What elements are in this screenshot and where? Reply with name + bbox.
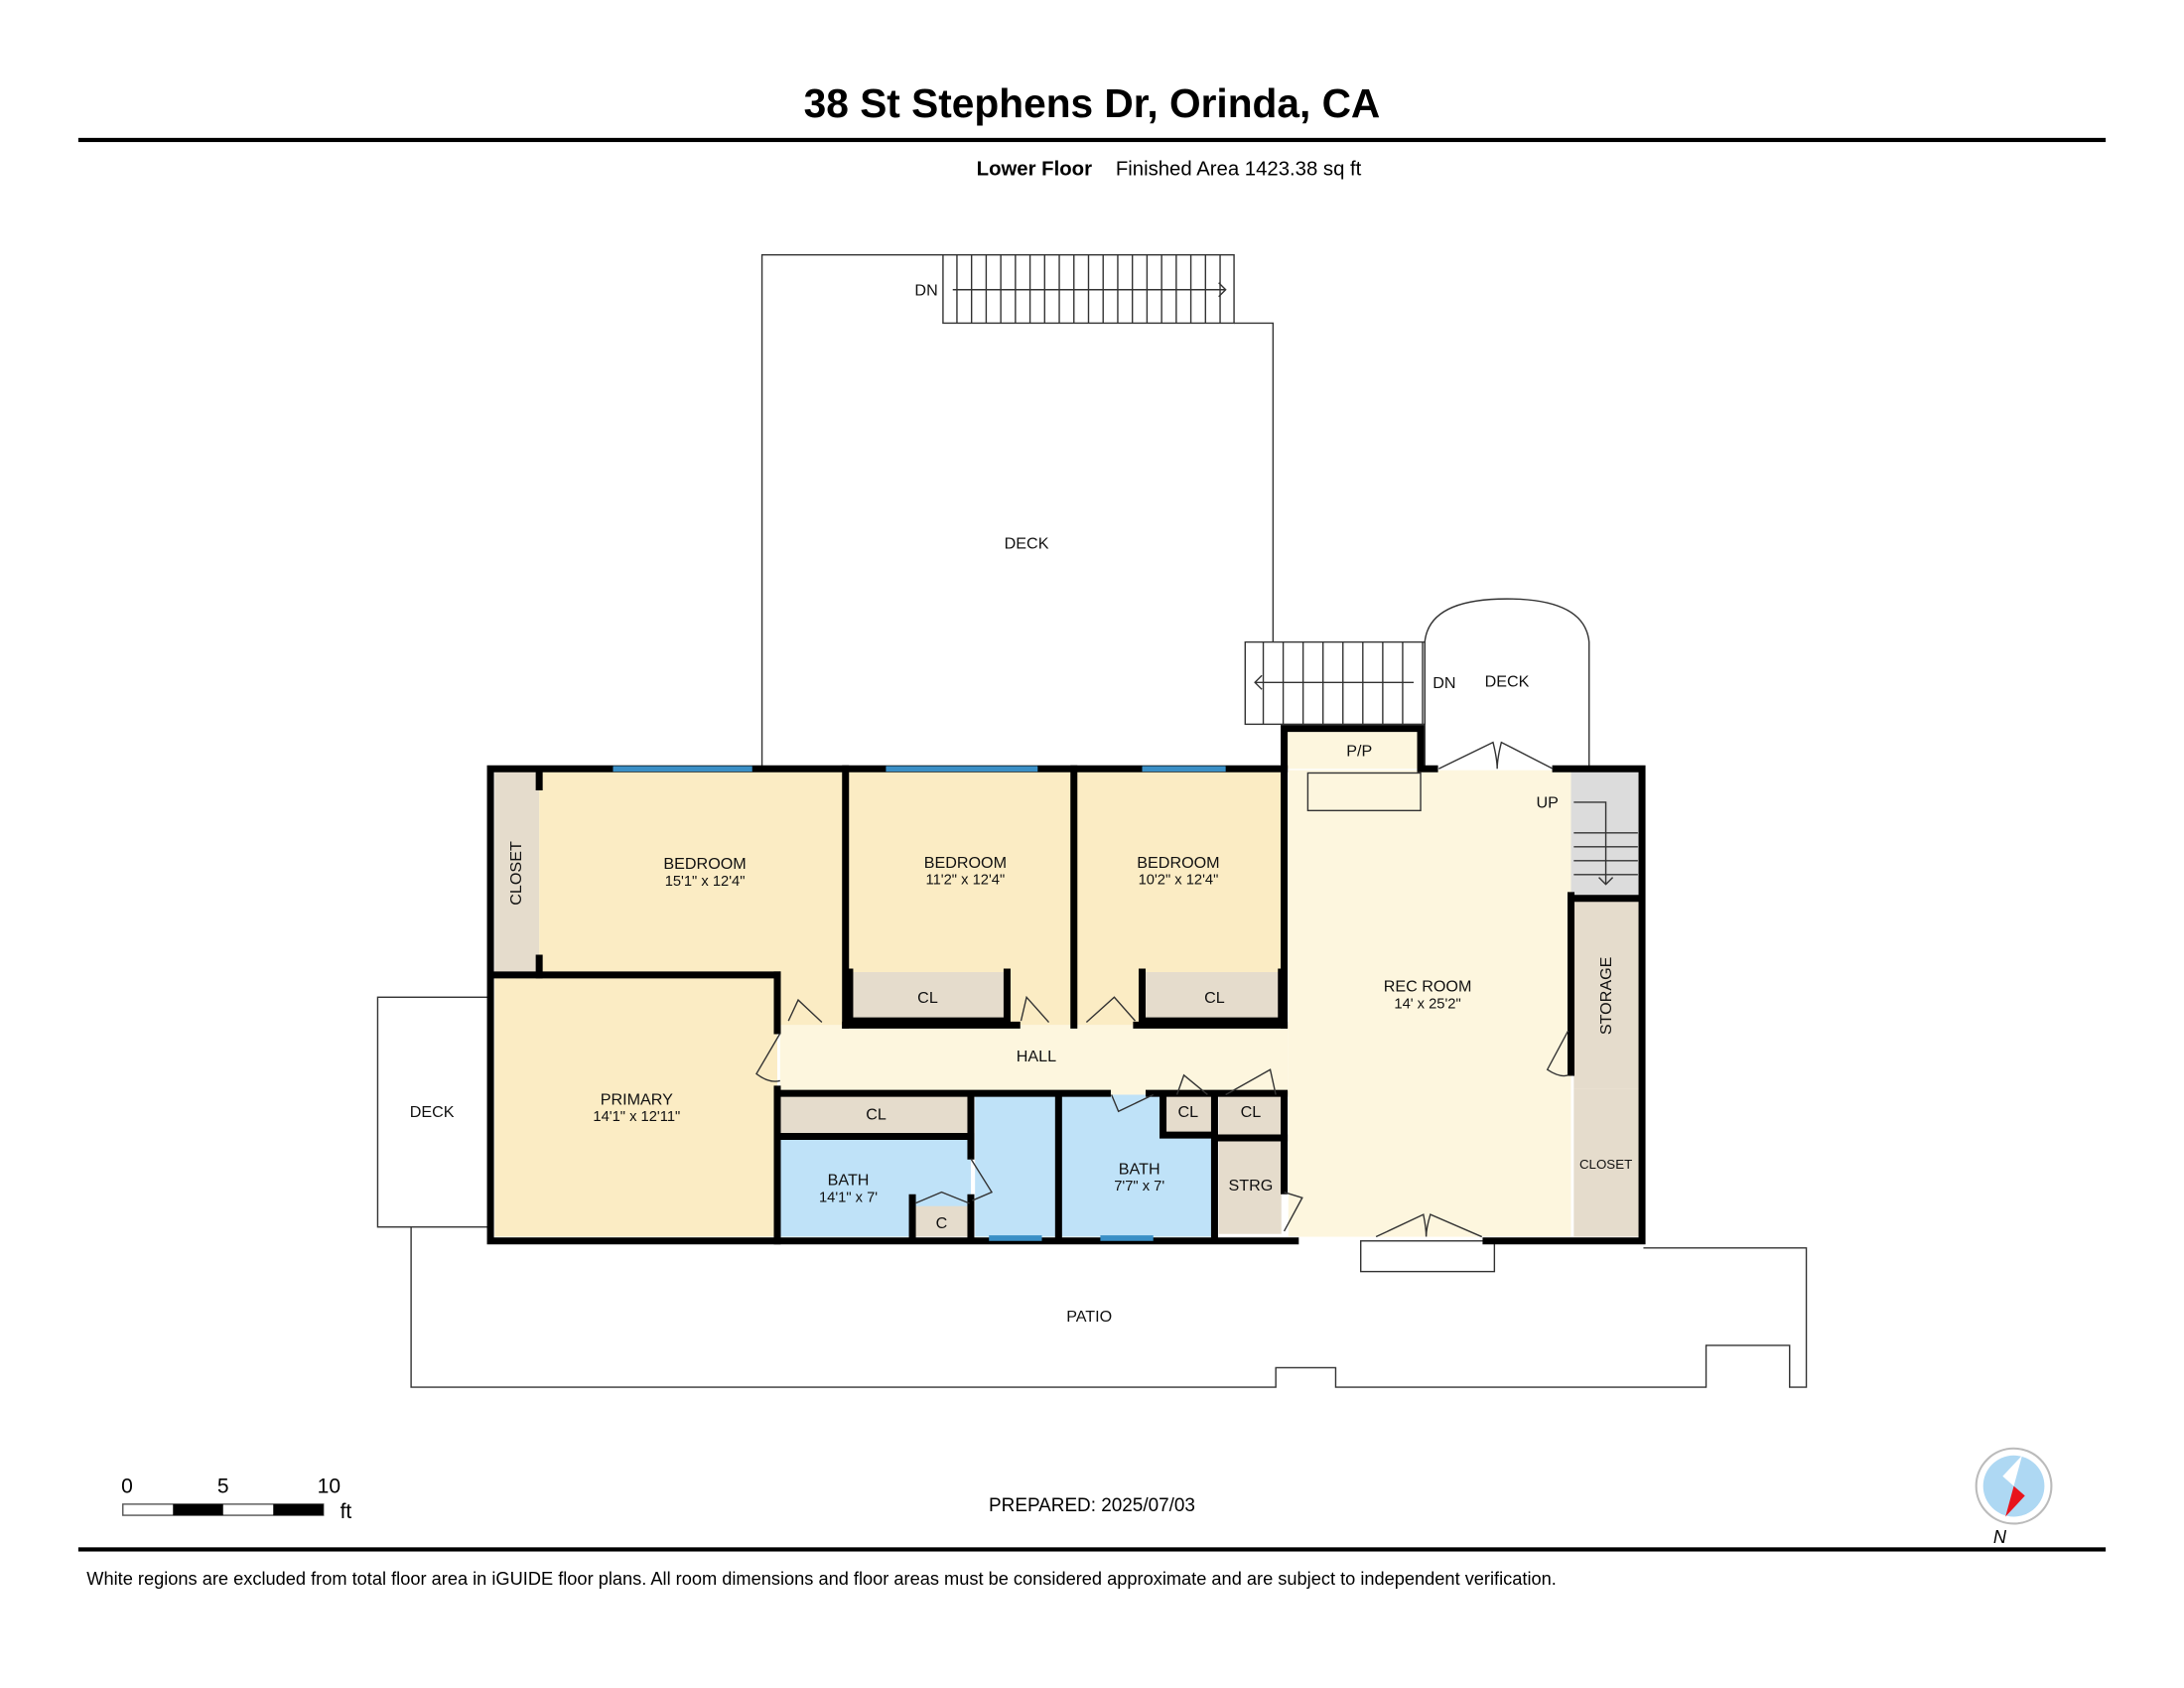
closet-left-label: CLOSET: [507, 841, 525, 906]
up-stairs-treads: [1573, 801, 1638, 886]
hall-label: HALL: [1017, 1048, 1056, 1065]
upper-stairs-dn: DN: [914, 281, 937, 299]
arc-deck-label: DECK: [1485, 673, 1530, 691]
compass-north-label: N: [1993, 1526, 2007, 1547]
cl-primary-label: CL: [866, 1106, 887, 1124]
cl-b-label: CL: [1241, 1103, 1262, 1121]
scale-bar: [122, 1503, 325, 1516]
mid-stairs-arrowhead: [1254, 674, 1263, 690]
closet-right-label: CLOSET: [1579, 1157, 1632, 1172]
bedroom-2-dims: 11'2" x 12'4": [926, 873, 1006, 889]
primary-bedroom: [494, 977, 778, 1237]
bath-1-dims: 14'1" x 7': [819, 1190, 878, 1205]
cl-b: [1218, 1094, 1282, 1136]
cl-b3-label: CL: [1204, 989, 1225, 1007]
doors: [755, 741, 1570, 1238]
cl-bedroom-2: [849, 972, 1008, 1022]
mid-stairs-dn: DN: [1433, 674, 1455, 692]
primary-dims: 14'1" x 12'11": [593, 1109, 680, 1125]
strg-label: STRG: [1229, 1177, 1274, 1195]
hall: [779, 1025, 1289, 1095]
closet-right: [1573, 1088, 1640, 1237]
footer-divider: [77, 1547, 2107, 1552]
cl-primary: [779, 1094, 971, 1137]
prepared-date: PREPARED: 2025/07/03: [989, 1495, 1195, 1516]
bath-1-name: BATH: [828, 1172, 870, 1190]
rec-room-dims: 14' x 25'2": [1394, 997, 1460, 1013]
windows: [613, 766, 1226, 1241]
bedroom-3-dims: 10'2" x 12'4": [1139, 873, 1219, 889]
c-label: C: [936, 1214, 948, 1232]
bedroom-1-name: BEDROOM: [663, 855, 746, 873]
cl-a: [1165, 1094, 1212, 1136]
bath-2: [1061, 1094, 1212, 1237]
disclaimer: White regions are excluded from total fl…: [86, 1568, 1557, 1589]
bedroom-3-name: BEDROOM: [1137, 854, 1219, 872]
primary-name: PRIMARY: [601, 1090, 673, 1108]
scale-tick-5: 5: [217, 1476, 229, 1498]
header-divider: [77, 137, 2107, 143]
scale-tick-10: 10: [318, 1476, 341, 1498]
bedroom-1: [539, 770, 846, 1026]
bedroom-1-dims: 15'1" x 12'4": [665, 874, 746, 890]
pantry: [1287, 729, 1422, 770]
walls: [486, 725, 1646, 1245]
compass-icon: [1975, 1447, 2053, 1525]
storage: [1573, 901, 1640, 1089]
upper-stairs-arrowhead: [1218, 282, 1227, 298]
upper-deck-label: DECK: [1005, 535, 1049, 553]
upper-deck-outline-right: [1234, 322, 1275, 642]
scale-unit: ft: [341, 1500, 352, 1523]
bedroom-2-name: BEDROOM: [924, 854, 1007, 872]
cl-a-label: CL: [1177, 1103, 1198, 1121]
upper-deck-outline: [760, 253, 943, 767]
storage-label: STORAGE: [1597, 956, 1615, 1035]
rec-door-step: [1360, 1240, 1496, 1273]
patio-outline: [410, 1226, 1808, 1388]
floor-name: Lower Floor: [977, 159, 1092, 181]
c-closet: [912, 1205, 971, 1237]
rec-room-name: REC ROOM: [1384, 978, 1472, 996]
closet-left: [494, 770, 540, 975]
bath-2-dims: 7'7" x 7': [1114, 1179, 1164, 1195]
cl-b2-label: CL: [917, 989, 938, 1007]
page-title: 38 St Stephens Dr, Orinda, CA: [804, 80, 1381, 126]
bath-corridor: [975, 1094, 1056, 1237]
strg: [1218, 1139, 1282, 1234]
left-deck-label: DECK: [410, 1103, 455, 1121]
rec-room: [1288, 770, 1571, 1237]
pp-label: P/P: [1346, 743, 1372, 761]
finished-area: Finished Area 1423.38 sq ft: [1116, 159, 1362, 181]
patio-label: PATIO: [1066, 1308, 1112, 1326]
up-label: UP: [1536, 794, 1558, 812]
arc-deck-outline: [1424, 598, 1590, 767]
bath-2-name: BATH: [1119, 1160, 1160, 1178]
scale-tick-0: 0: [121, 1476, 133, 1498]
cl-bedroom-3: [1142, 972, 1282, 1022]
hearth: [1306, 772, 1422, 812]
